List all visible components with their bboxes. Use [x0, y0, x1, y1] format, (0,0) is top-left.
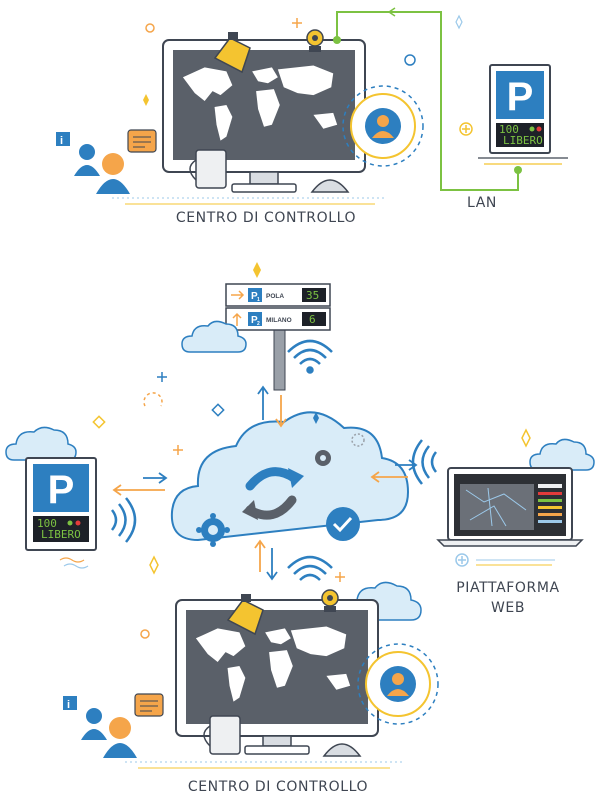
sign-count-display [302, 288, 326, 302]
parking-sign-top: P 100 LIBERO [455, 14, 568, 165]
wifi-icon [287, 555, 333, 581]
control-center-top-caption: CENTRO DI CONTROLLO [176, 210, 356, 226]
decor-circle [404, 54, 416, 66]
wifi-icon [411, 439, 438, 485]
svg-text:i: i [60, 135, 63, 147]
sign-count: 35 [306, 289, 319, 302]
cloud-icon [529, 438, 595, 471]
sign-city: MILANO [266, 317, 292, 324]
mug-icon [203, 715, 241, 755]
sign-badge-sub: 1 [257, 297, 260, 303]
monitor-base [244, 745, 310, 755]
decor-sparkle [313, 412, 319, 424]
sign-count: 6 [309, 313, 316, 326]
chat-users-icon: i [56, 129, 157, 194]
chat-users-icon: i [63, 693, 164, 758]
monitor-base [231, 183, 297, 193]
decor-sparkle [149, 555, 159, 575]
decor-sparkle [521, 428, 531, 448]
parking-count: 100 [37, 517, 57, 530]
parking-count: 100 [499, 123, 519, 136]
decor-square [92, 415, 106, 429]
operator-avatar-icon [342, 85, 424, 167]
webcam-icon [321, 589, 339, 612]
gear-small-icon [315, 450, 331, 466]
monitor-neck [262, 735, 292, 747]
sign-badge-sub: 2 [257, 321, 260, 327]
sign-badge [248, 288, 262, 302]
sign-badge-p: P [251, 291, 258, 302]
lamp-icon [226, 594, 264, 636]
decor-plus [157, 372, 167, 382]
control-center-bottom: i CENTRO DI CONTROLLO [63, 555, 439, 795]
cloud-icon [5, 426, 77, 461]
decor-plus [292, 18, 302, 28]
status-light-red [536, 126, 542, 132]
web-platform: PIATTAFORMA WEB [411, 428, 595, 616]
status-light-red [75, 520, 81, 526]
webcam-icon [306, 29, 324, 52]
mug-icon [189, 149, 227, 189]
operator-avatar-icon [357, 643, 439, 725]
decor-circle [145, 23, 155, 33]
laptop-base [436, 539, 584, 547]
web-platform-caption-line2: WEB [491, 600, 525, 616]
status-light-green [529, 126, 535, 132]
lan-connection [333, 7, 522, 191]
decor-sparkle [253, 262, 261, 278]
sign-badge [248, 312, 262, 326]
sync-arrows-icon [242, 467, 304, 520]
sign-count-display [302, 312, 326, 326]
parking-status: LIBERO [503, 134, 543, 147]
decor-circle [140, 629, 150, 639]
gear-icon [196, 513, 230, 547]
monitor-neck [249, 171, 279, 185]
lan-caption: LAN [467, 195, 497, 211]
sign-city: POLA [266, 293, 284, 300]
decor-sparkle [143, 94, 149, 106]
direction-sign: P 1 POLA 35 P 2 MILANO 6 [181, 262, 333, 391]
lamp-icon [213, 32, 251, 74]
decor-plus [173, 445, 183, 455]
parking-symbol: P [48, 468, 75, 512]
mouse-icon [310, 179, 350, 193]
status-light-green [67, 520, 73, 526]
control-center-bottom-caption: CENTRO DI CONTROLLO [188, 779, 368, 795]
wifi-icon [110, 497, 137, 543]
parking-status: LIBERO [41, 528, 81, 541]
wifi-icon [287, 339, 333, 374]
parking-symbol: P [507, 75, 534, 119]
sign-badge-p: P [251, 315, 258, 326]
check-bubble-icon [326, 507, 360, 541]
control-center-top: i CENTRO DI CONTROLLO LAN P [56, 7, 568, 226]
mouse-icon [322, 743, 362, 757]
cloud-icon [181, 320, 247, 353]
web-platform-caption-line1: PIATTAFORMA [456, 580, 559, 596]
decor-circle [351, 433, 365, 447]
decor-dashed-circle [143, 392, 163, 407]
cloud-hub [143, 372, 410, 582]
svg-text:i: i [67, 699, 70, 711]
connection-arrows [112, 385, 418, 581]
decor-plus [335, 572, 345, 582]
parking-sign-left: P 100 LIBERO [5, 415, 159, 575]
decor-square [211, 403, 225, 417]
